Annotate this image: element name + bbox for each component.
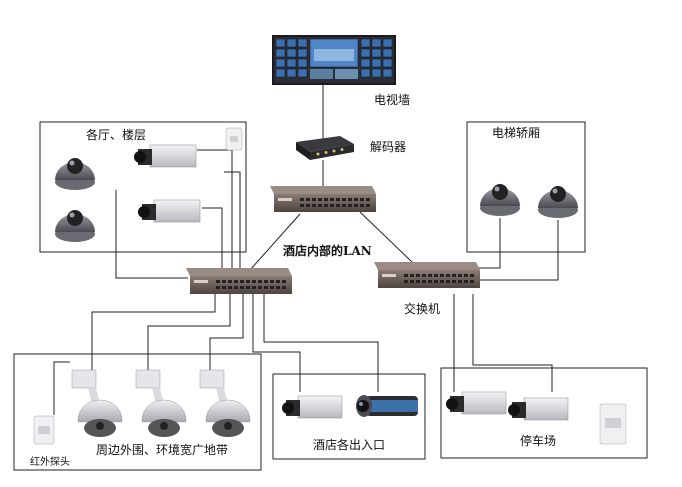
decoder-box-icon xyxy=(296,136,354,160)
perimeter-label: 周边外围、环境宽广地带 xyxy=(96,443,229,457)
floors-group-box xyxy=(39,121,247,253)
connection-lines xyxy=(53,84,559,415)
tv-wall-label: 电视墙 xyxy=(374,93,411,107)
bullet-camera-icon xyxy=(356,395,418,417)
ptz-dome-camera-icon xyxy=(71,369,251,437)
network-switch-icon xyxy=(186,186,480,294)
top-switch xyxy=(270,186,376,212)
switch-label: 交换机 xyxy=(404,302,441,316)
dome-camera-icon xyxy=(55,158,578,242)
perimeter-ir-detector xyxy=(33,415,55,445)
parking-label: 停车场 xyxy=(520,434,557,448)
parking-group-box xyxy=(440,367,648,459)
entrance-box-camera xyxy=(282,395,343,419)
ptz-camera-1 xyxy=(71,369,123,437)
infrared-detector-icon xyxy=(33,127,627,445)
ir-probe-label: 红外探头 xyxy=(30,457,70,468)
floors-label: 各厅、楼层 xyxy=(86,128,147,142)
parking-box-camera-2 xyxy=(508,397,569,421)
left-switch xyxy=(186,268,292,294)
video-wall-icon xyxy=(272,35,396,85)
ptz-camera-2 xyxy=(135,369,187,437)
parking-ir-detector xyxy=(599,403,627,445)
elevator-group-box xyxy=(466,121,586,253)
box-camera-icon xyxy=(134,144,569,421)
entrances-label: 酒店各出入口 xyxy=(313,438,386,452)
right-switch xyxy=(374,262,480,288)
entrances-group-box xyxy=(272,373,426,460)
floors-ir-detector xyxy=(225,127,243,151)
floors-box-camera-1 xyxy=(134,144,197,168)
elevator-dome-camera-1 xyxy=(480,184,520,216)
floors-dome-camera-2 xyxy=(55,210,95,242)
decoder-label: 解码器 xyxy=(370,140,407,154)
ptz-camera-3 xyxy=(199,369,251,437)
lan-label: 酒店内部的LAN xyxy=(283,244,372,258)
parking-box-camera-1 xyxy=(446,391,507,415)
perimeter-group-box xyxy=(13,353,262,471)
elevator-label: 电梯轿厢 xyxy=(492,126,541,140)
floors-dome-camera-1 xyxy=(55,158,95,190)
elevator-dome-camera-2 xyxy=(538,186,578,218)
floors-box-camera-2 xyxy=(138,199,201,223)
